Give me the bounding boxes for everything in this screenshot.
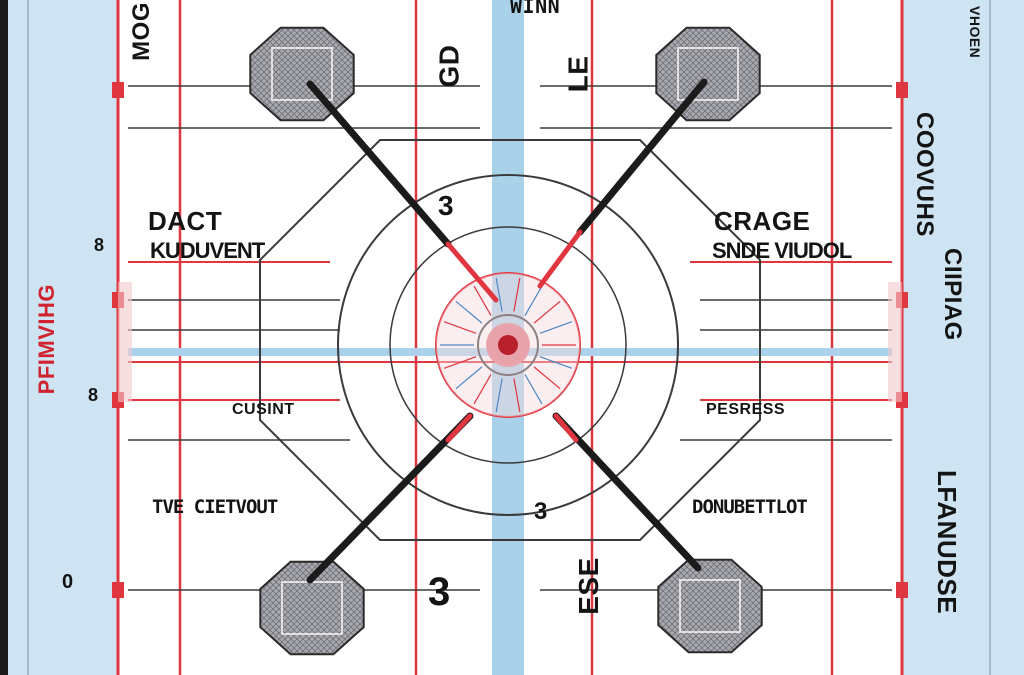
- center-circle-3: [477, 314, 539, 376]
- center-tick-260: [495, 277, 503, 312]
- center-tick-220: [455, 300, 483, 324]
- stick-top-right: [576, 78, 708, 236]
- number-upper-left: GD: [433, 44, 465, 88]
- center-tick-340: [539, 321, 573, 334]
- label-upper-right-sub: SNDE VIUDOL: [712, 238, 852, 263]
- left-panel-text: PFIMVIHG: [34, 284, 59, 395]
- net-bottom-left: [259, 560, 365, 656]
- net-top-right-frame: [677, 47, 739, 101]
- left-panel-small-mid: 8: [88, 385, 99, 405]
- edge-marker-0: [112, 82, 124, 98]
- stick-bottom-right: [552, 412, 702, 572]
- number-bottom-right: ESE: [572, 557, 604, 615]
- center-tick-120: [473, 374, 492, 405]
- label-top-left-corner: MOG: [128, 2, 155, 61]
- label-lower-right: DONUBETTLOT: [692, 496, 808, 518]
- center-tick-60: [524, 374, 543, 405]
- label-upper-right-title: CRAGE: [714, 206, 811, 236]
- right-side-bar: [888, 282, 902, 402]
- left-panel-small-top: 8: [94, 235, 105, 255]
- right-panel-fine: VHOEN: [967, 6, 983, 59]
- stick-red-tip-2: [445, 413, 473, 443]
- number-upper-right: LE: [562, 55, 594, 93]
- center-dot-core: [498, 335, 518, 355]
- left-panel-small-bottom: 0: [62, 571, 74, 593]
- right-panel-top: COOVUHS: [911, 112, 938, 237]
- center-tick-100: [495, 378, 503, 413]
- left-side-bar: [118, 282, 132, 402]
- number-center-bottom: 3: [534, 498, 548, 525]
- left-edge: [0, 0, 8, 675]
- center-circle-2: [435, 272, 581, 418]
- number-center-top: 3: [438, 190, 455, 221]
- net-bottom-right-frame: [679, 579, 741, 633]
- stick-red-tip-1: [537, 229, 583, 289]
- center-tick-200: [443, 321, 477, 334]
- edge-marker-4: [896, 82, 908, 98]
- stick-bottom-left: [306, 412, 474, 584]
- center-tick-160: [443, 356, 477, 369]
- net-bottom-right: [657, 558, 763, 654]
- center-tick-280: [513, 277, 521, 312]
- stick-red-tip-0: [445, 241, 499, 303]
- edge-marker-3: [112, 582, 124, 598]
- net-top-right: [655, 26, 761, 122]
- net-top-left: [249, 26, 355, 122]
- label-upper-left-sub: KUDUVENT: [150, 238, 265, 263]
- center-circle-0: [337, 174, 679, 516]
- center-tick-140: [455, 366, 483, 390]
- center-circle-1: [389, 226, 627, 464]
- label-upper-left-title: DACT: [148, 206, 223, 236]
- label-mid-right: PESRESS: [706, 401, 786, 418]
- center-tick-80: [513, 378, 521, 413]
- stick-top-left: [306, 80, 452, 248]
- right-panel: [902, 0, 1024, 675]
- stick-red-tip-3: [553, 413, 579, 443]
- right-panel-bottom: LFANUDSE: [932, 470, 962, 615]
- center-tick-40: [533, 366, 561, 390]
- label-mid-left: CUSINT: [232, 401, 295, 418]
- center-tick-20: [539, 356, 573, 369]
- edge-marker-7: [896, 582, 908, 598]
- label-top-center: WINN: [510, 0, 561, 18]
- net-top-left-frame: [271, 47, 333, 101]
- center-tick-300: [524, 285, 543, 316]
- right-panel-mid: CIIPIAG: [939, 248, 966, 341]
- center-tick-240: [473, 285, 492, 316]
- center-octagon: [259, 139, 761, 541]
- center-tick-320: [533, 300, 561, 324]
- left-panel: [0, 0, 118, 675]
- label-lower-left: TVE CIETVOUT: [152, 496, 278, 518]
- number-bottom-left: 3: [428, 570, 451, 614]
